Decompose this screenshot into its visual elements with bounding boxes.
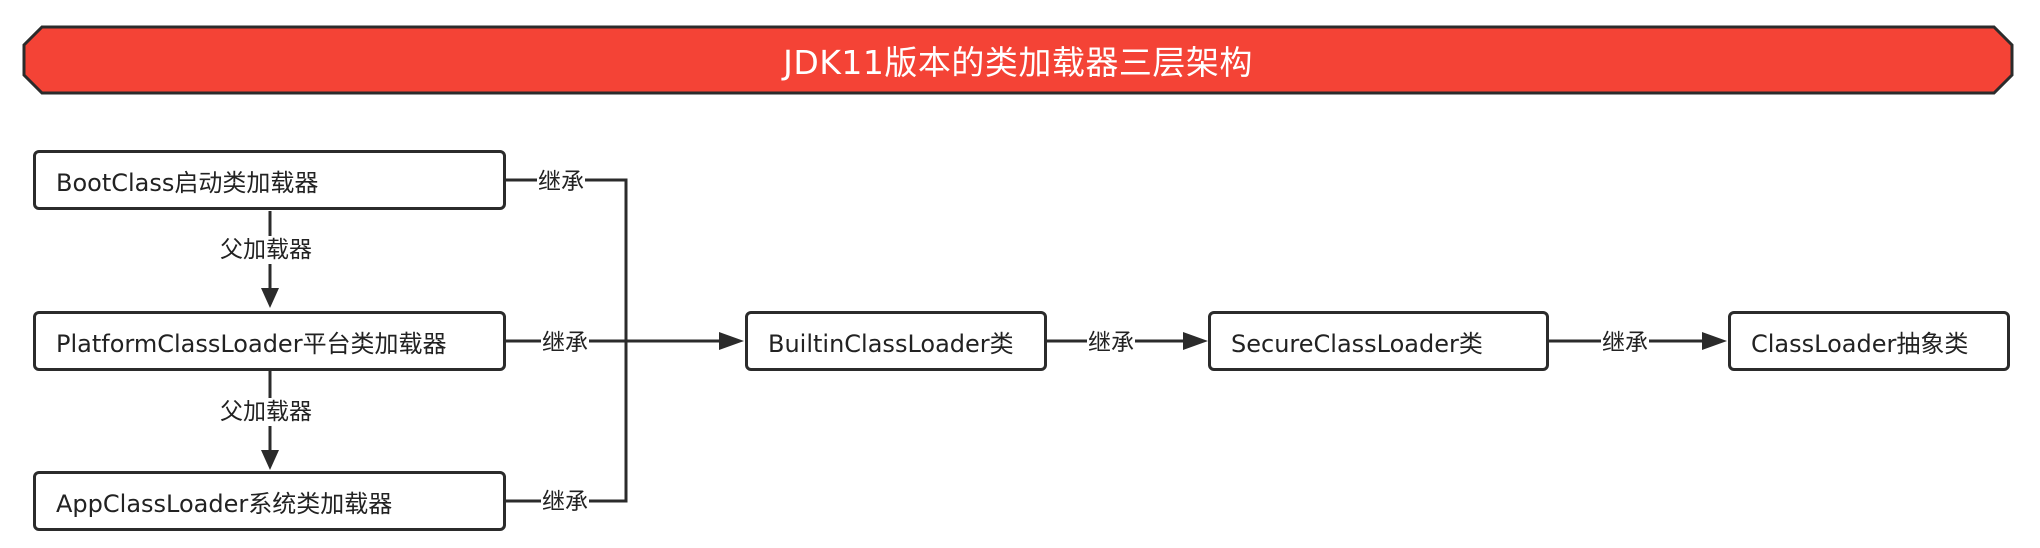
arrowhead-platform <box>261 288 279 308</box>
parent-loader-label: 父加载器 <box>219 236 313 264</box>
builtin-class-loader-node: BuiltinClassLoader类 <box>745 311 1047 371</box>
arrowhead-app <box>261 450 279 470</box>
inherits-label: 继承 <box>541 329 589 357</box>
inherits-label: 继承 <box>1601 329 1649 357</box>
platform-class-loader-node: PlatformClassLoader平台类加载器 <box>33 311 506 371</box>
title-banner-shape <box>22 25 2014 95</box>
inherits-label: 继承 <box>1087 329 1135 357</box>
arrowhead-classloader <box>1702 332 1727 350</box>
secure-class-loader-node: SecureClassLoader类 <box>1208 311 1549 371</box>
inherits-label: 继承 <box>537 168 585 196</box>
class-loader-abstract-node: ClassLoader抽象类 <box>1728 311 2010 371</box>
app-class-loader-node: AppClassLoader系统类加载器 <box>33 471 506 531</box>
inherits-label: 继承 <box>541 488 589 516</box>
page-title: JDK11版本的类加载器三层架构 <box>783 43 1253 82</box>
parent-loader-label: 父加载器 <box>219 398 313 426</box>
arrowhead-secure <box>1183 332 1208 350</box>
arrowhead-builtin <box>719 332 744 350</box>
boot-class-loader-node: BootClass启动类加载器 <box>33 150 506 210</box>
